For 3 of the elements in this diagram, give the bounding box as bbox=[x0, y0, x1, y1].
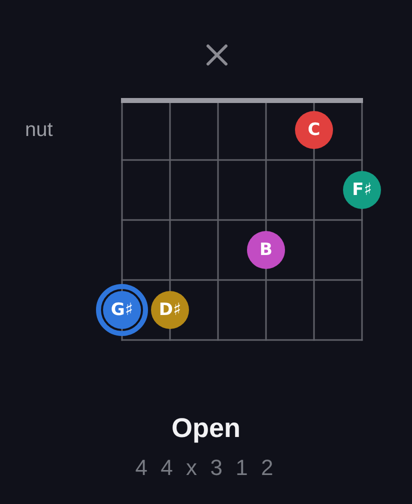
chord-title: Open bbox=[170, 412, 242, 445]
fingering-label: 4 4 x 3 1 2 bbox=[134, 454, 278, 482]
nut-label: nut bbox=[25, 118, 53, 143]
